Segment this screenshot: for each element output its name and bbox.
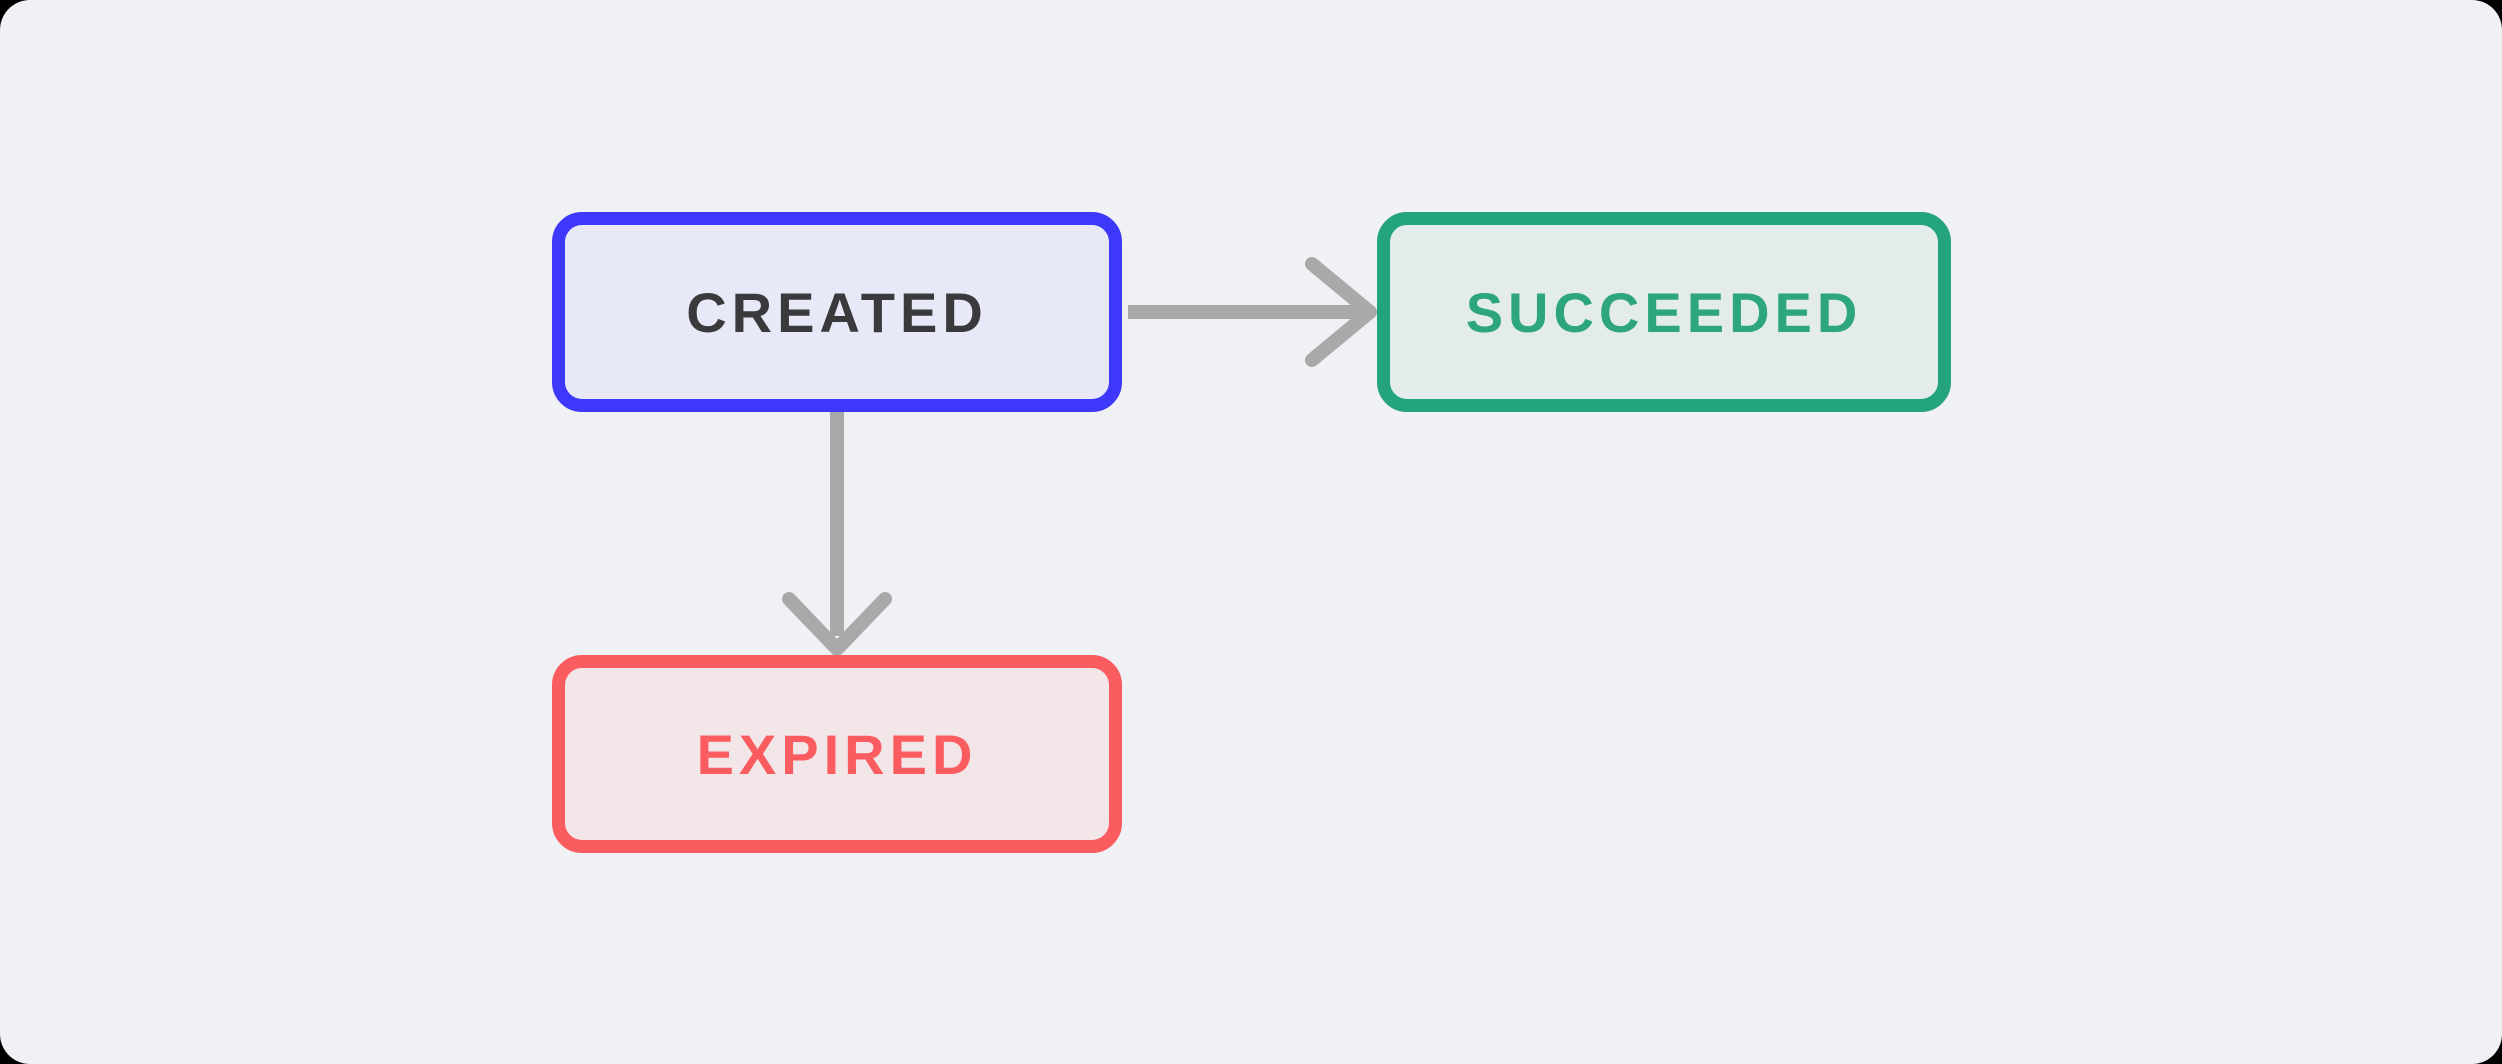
arrow-created-to-expired: [782, 412, 892, 656]
state-node-succeeded[interactable]: SUCCEEDED: [1377, 212, 1951, 412]
state-node-succeeded-label: SUCCEEDED: [1465, 280, 1863, 344]
state-node-created[interactable]: CREATED: [552, 212, 1122, 412]
state-node-expired-label: EXPIRED: [696, 722, 978, 786]
state-node-expired[interactable]: EXPIRED: [552, 655, 1122, 853]
arrow-created-to-succeeded: [1128, 257, 1377, 367]
state-node-created-label: CREATED: [686, 280, 988, 344]
